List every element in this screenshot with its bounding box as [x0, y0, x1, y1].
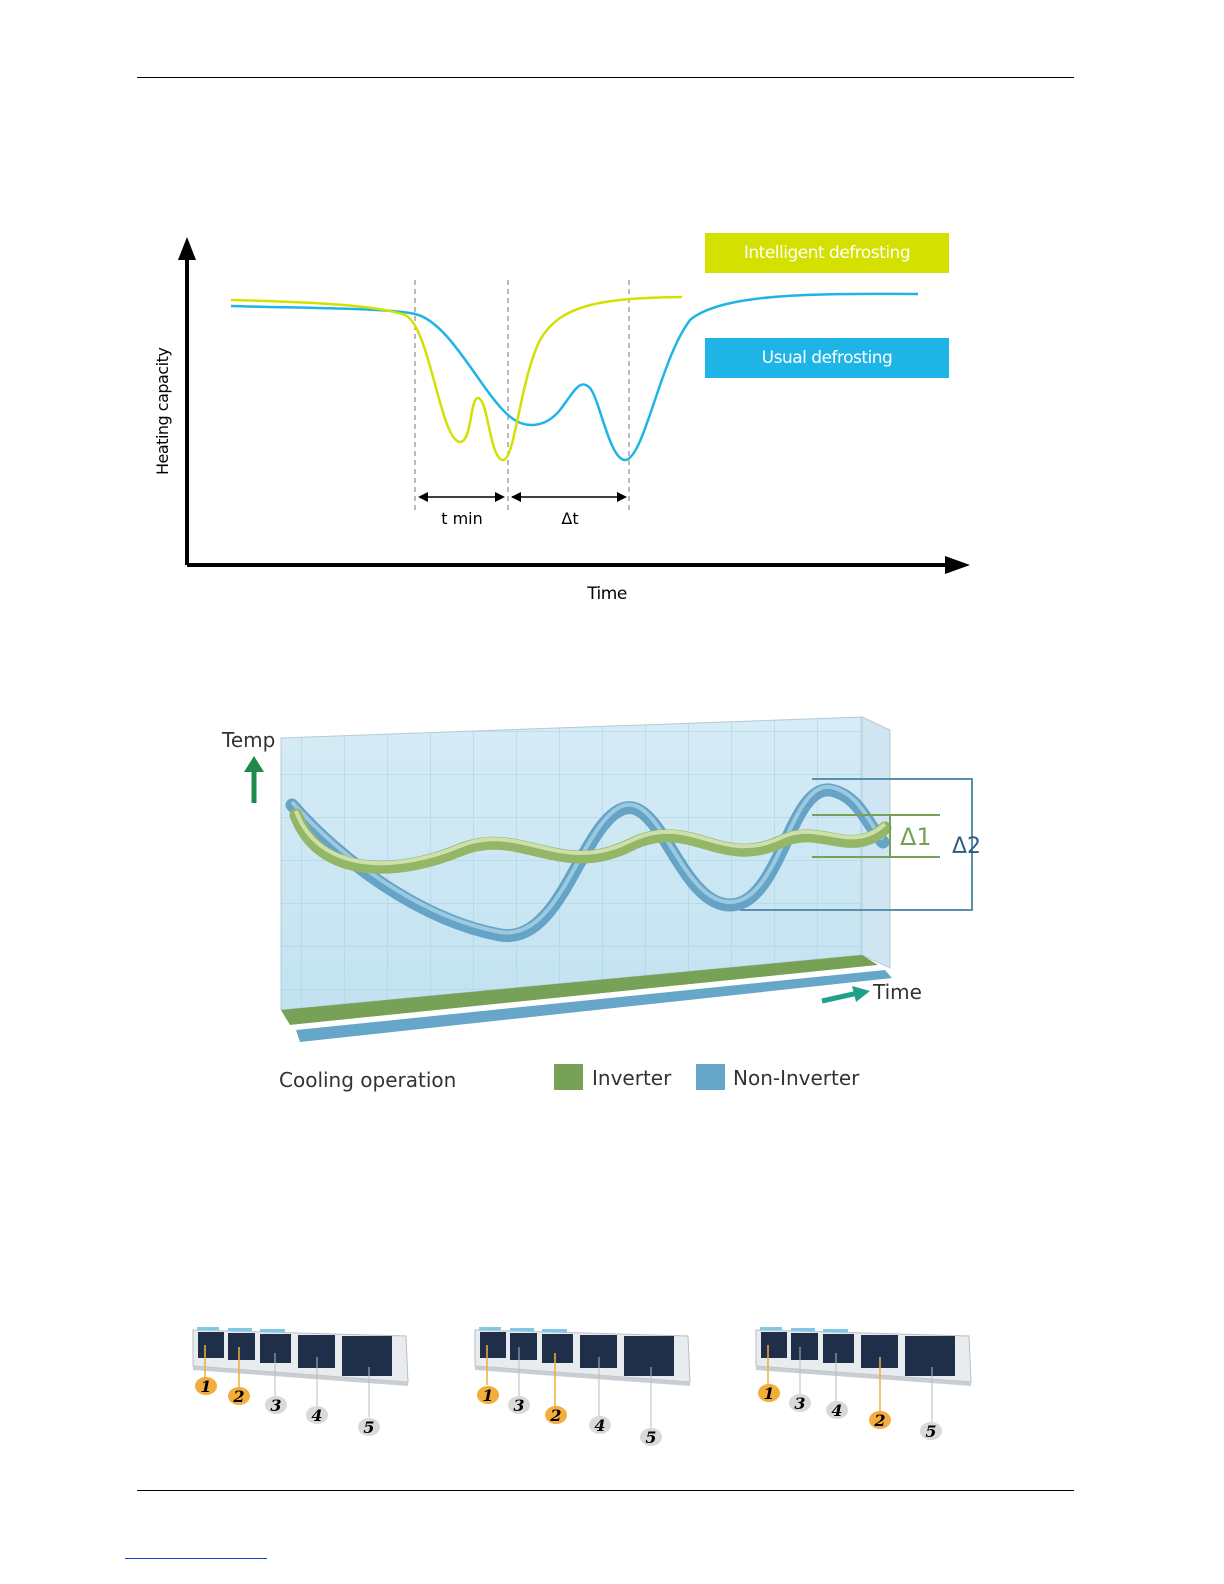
svg-text:3: 3 [513, 1396, 524, 1415]
svg-text:1: 1 [763, 1384, 774, 1403]
badge-2: 2 [228, 1387, 250, 1406]
svg-text:4: 4 [831, 1401, 842, 1420]
svg-text:1: 1 [200, 1377, 211, 1396]
svg-text:5: 5 [925, 1422, 936, 1441]
svg-text:2: 2 [232, 1387, 244, 1406]
badge-1: 1 [758, 1384, 780, 1403]
svg-text:3: 3 [794, 1394, 805, 1413]
badge-5: 5 [920, 1422, 942, 1441]
badge-3: 3 [789, 1394, 811, 1413]
svg-text:4: 4 [594, 1416, 605, 1435]
svg-text:3: 3 [270, 1396, 281, 1415]
outdoor-unit-group-3: 1 3 4 2 5 [756, 1325, 986, 1455]
badge-4: 4 [826, 1401, 848, 1420]
outdoor-unit-group-1: 1 2 3 4 5 [193, 1325, 423, 1455]
badge-4: 4 [306, 1406, 328, 1425]
badge-5: 5 [640, 1428, 662, 1447]
svg-text:2: 2 [549, 1406, 561, 1425]
svg-text:4: 4 [311, 1406, 322, 1425]
svg-text:1: 1 [482, 1386, 493, 1405]
svg-text:5: 5 [363, 1418, 374, 1437]
badge-1: 1 [477, 1386, 499, 1405]
badge-1: 1 [195, 1377, 217, 1396]
badge-4: 4 [589, 1416, 611, 1435]
badge-3: 3 [508, 1396, 530, 1415]
badge-2: 2 [869, 1411, 891, 1430]
badge-2: 2 [545, 1406, 567, 1425]
svg-text:2: 2 [873, 1411, 885, 1430]
badge-5: 5 [358, 1418, 380, 1437]
svg-text:5: 5 [645, 1428, 656, 1447]
outdoor-unit-group-2: 1 3 2 4 5 [475, 1325, 705, 1455]
badge-3: 3 [265, 1396, 287, 1415]
